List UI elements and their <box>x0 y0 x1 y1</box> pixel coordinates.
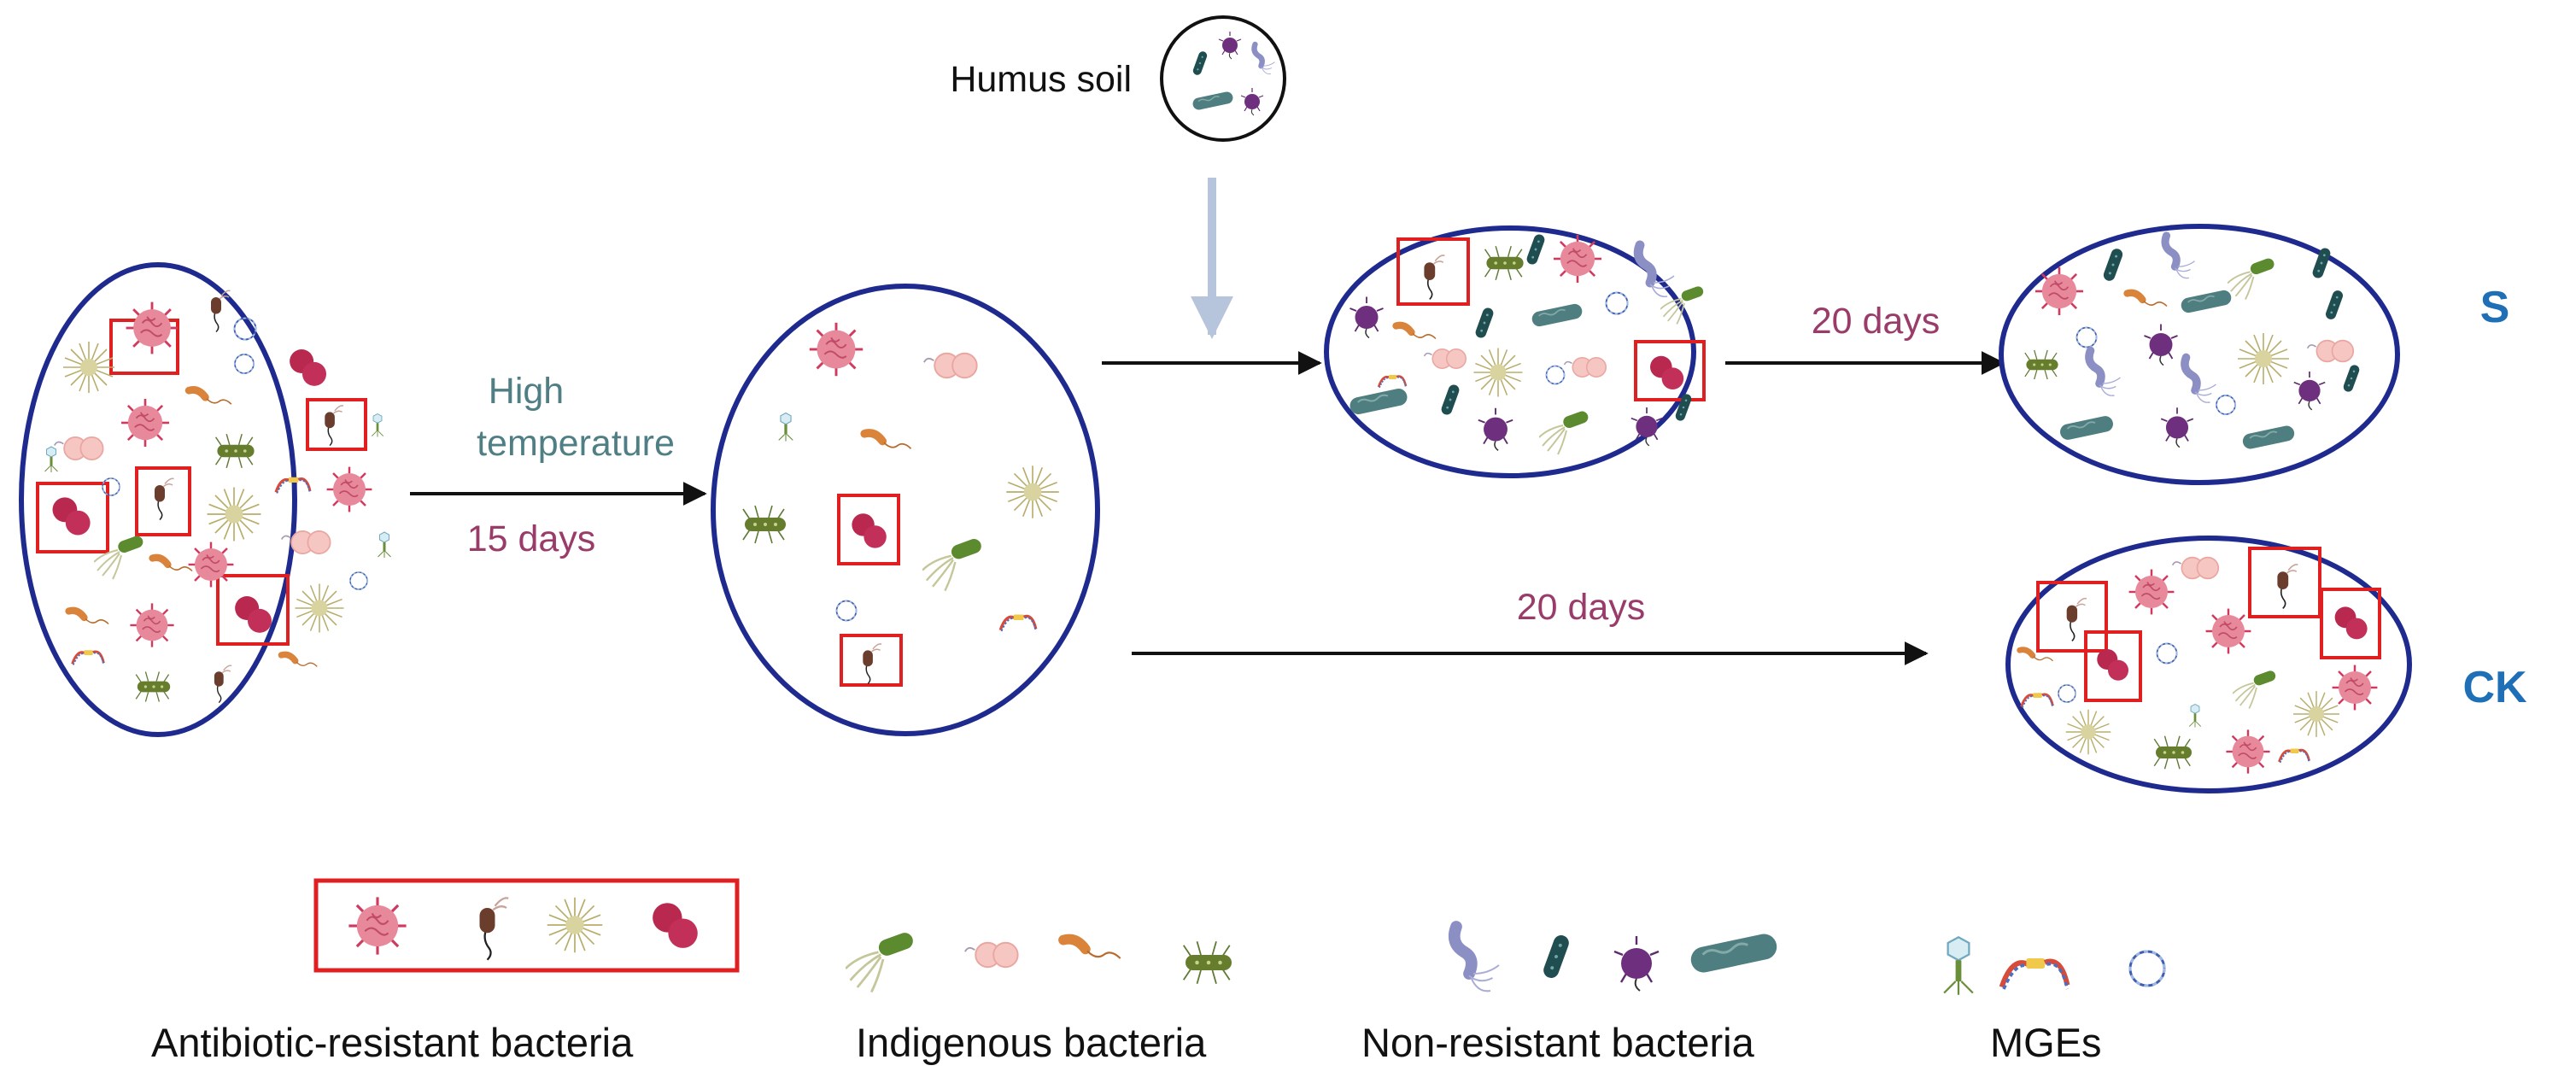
humus-soil-circle <box>1160 15 1286 142</box>
spiky-pink-coccus-icon <box>808 321 864 378</box>
high-temperature-label-line2: temperature <box>477 423 675 464</box>
legend-mges-label: MGEs <box>1990 1020 2102 1065</box>
phage-icon <box>1943 936 1974 996</box>
green-flagellated-rod-icon <box>846 929 916 993</box>
spiky-pink-coccus-icon <box>347 895 408 957</box>
resistant-legend-box <box>313 878 740 973</box>
humus-amended-ellipse <box>1324 225 1706 478</box>
humus-soil-label: Humus soil <box>950 59 1132 100</box>
ck-group-ellipse <box>2005 536 2412 793</box>
brown-flagellated-rod-icon <box>478 897 510 961</box>
legend-antibiotic-resistant-label: Antibiotic-resistant bacteria <box>151 1020 634 1065</box>
s-group-ellipse <box>1999 224 2400 485</box>
lavender-spirillum-icon <box>1455 927 1499 991</box>
pink-diplococcus-icon <box>963 941 1019 969</box>
plasmid-ring-icon <box>2128 950 2166 987</box>
legend-indigenous-label: Indigenous bacteria <box>856 1020 1207 1065</box>
teal-long-rod-icon <box>1687 930 1781 976</box>
initial-compost-ellipse <box>19 262 391 737</box>
spiky-pink-coccus-icon <box>125 301 179 355</box>
group-s-label: S <box>2480 283 2510 332</box>
teal-rod-icon <box>1541 933 1572 981</box>
yellow-radial-bacterium-icon <box>546 896 604 954</box>
purple-spiky-coccus-icon <box>1613 934 1660 992</box>
days-20-ck-label: 20 days <box>1517 587 1646 628</box>
plasmid-fragment-icon <box>2002 958 2068 989</box>
days-15-label: 15 days <box>467 518 596 559</box>
high-temperature-label-line1: High <box>489 371 564 412</box>
red-diplococcus-icon <box>653 903 698 948</box>
days-20-s-label: 20 days <box>1812 301 1941 342</box>
green-peritrichous-rod-icon <box>1182 940 1232 985</box>
group-ck-label: CK <box>2462 663 2527 712</box>
legend: Antibiotic-resistant bacteria Indigenous… <box>151 878 2166 1065</box>
orange-curved-rod-icon <box>1063 940 1121 958</box>
post-thermophilic-ellipse <box>711 284 1100 736</box>
legend-non-resistant-label: Non-resistant bacteria <box>1361 1020 1755 1065</box>
